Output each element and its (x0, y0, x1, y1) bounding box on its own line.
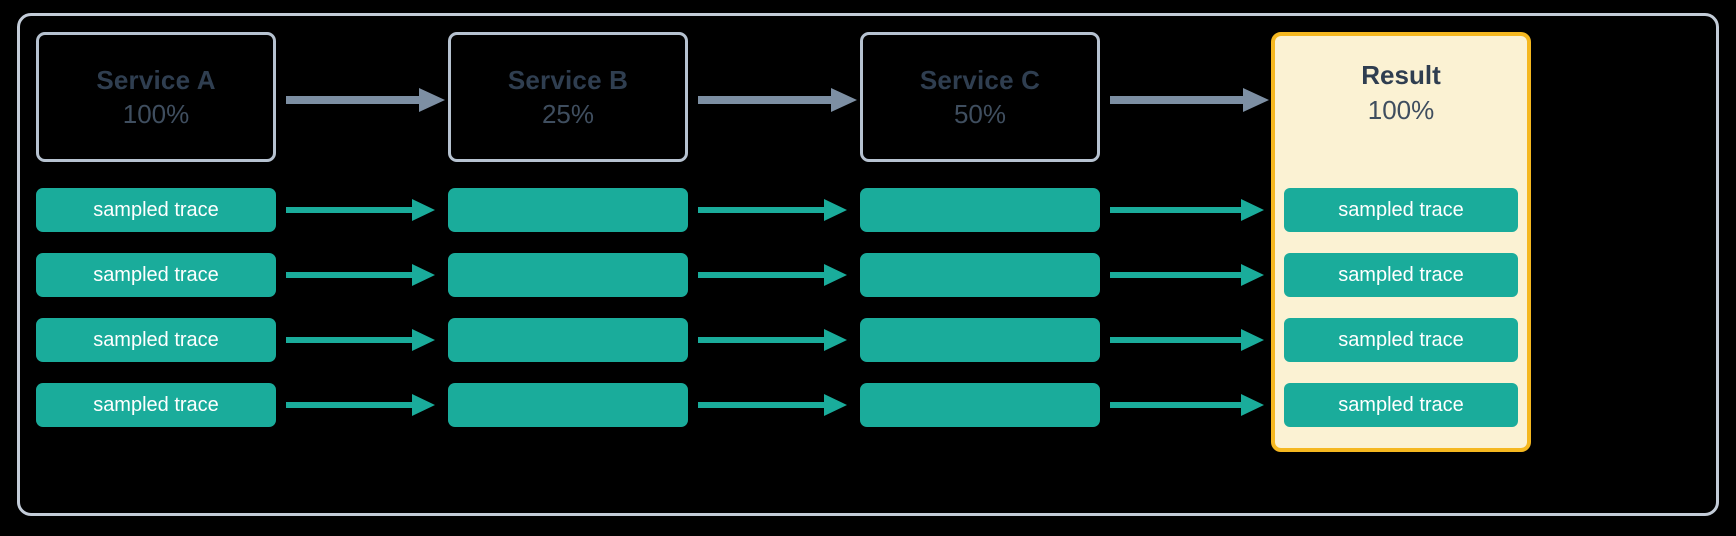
service-name: Service C (919, 65, 1041, 95)
trace-arrow-a-b-row4 (286, 394, 435, 416)
trace-arrow-c-result-row2 (1110, 264, 1264, 286)
trace-arrow-a-b-row1 (286, 199, 435, 221)
trace-bar-b-row2[interactable] (448, 253, 688, 297)
service-name: Service A (96, 65, 216, 95)
service-percent: 25% (541, 99, 595, 129)
result-box[interactable]: Result 100% (1271, 32, 1531, 452)
trace-bar-a-row4[interactable]: sampled trace (36, 383, 276, 427)
trace-arrow-c-result-row4 (1110, 394, 1264, 416)
trace-arrow-a-b-row2 (286, 264, 435, 286)
flow-arrow-b-to-c (698, 88, 857, 112)
trace-arrow-b-c-row1 (698, 199, 847, 221)
trace-arrow-b-c-row4 (698, 394, 847, 416)
service-name: Service B (507, 65, 629, 95)
result-name: Result (1361, 60, 1441, 90)
trace-bar-c-row4[interactable] (860, 383, 1100, 427)
trace-arrow-c-result-row3 (1110, 329, 1264, 351)
trace-bar-b-row4[interactable] (448, 383, 688, 427)
trace-bar-b-row1[interactable] (448, 188, 688, 232)
trace-bar-a-row3[interactable]: sampled trace (36, 318, 276, 362)
trace-bar-result-row1[interactable]: sampled trace (1284, 188, 1518, 232)
result-percent: 100% (1367, 95, 1435, 125)
flow-arrow-c-to-result (1110, 88, 1269, 112)
service-percent: 100% (122, 99, 190, 129)
result-header: Result 100% (1275, 62, 1527, 123)
trace-arrow-a-b-row3 (286, 329, 435, 351)
trace-bar-a-row1[interactable]: sampled trace (36, 188, 276, 232)
trace-arrow-b-c-row3 (698, 329, 847, 351)
service-box-c[interactable]: Service C 50% (860, 32, 1100, 162)
trace-bar-c-row2[interactable] (860, 253, 1100, 297)
trace-bar-b-row3[interactable] (448, 318, 688, 362)
trace-bar-result-row4[interactable]: sampled trace (1284, 383, 1518, 427)
trace-bar-a-row2[interactable]: sampled trace (36, 253, 276, 297)
trace-bar-result-row2[interactable]: sampled trace (1284, 253, 1518, 297)
service-percent: 50% (953, 99, 1007, 129)
service-box-b[interactable]: Service B 25% (448, 32, 688, 162)
diagram-outer-frame (17, 13, 1719, 516)
trace-bar-c-row1[interactable] (860, 188, 1100, 232)
trace-arrow-b-c-row2 (698, 264, 847, 286)
trace-bar-result-row3[interactable]: sampled trace (1284, 318, 1518, 362)
flow-arrow-a-to-b (286, 88, 445, 112)
trace-bar-c-row3[interactable] (860, 318, 1100, 362)
service-box-a[interactable]: Service A 100% (36, 32, 276, 162)
trace-arrow-c-result-row1 (1110, 199, 1264, 221)
